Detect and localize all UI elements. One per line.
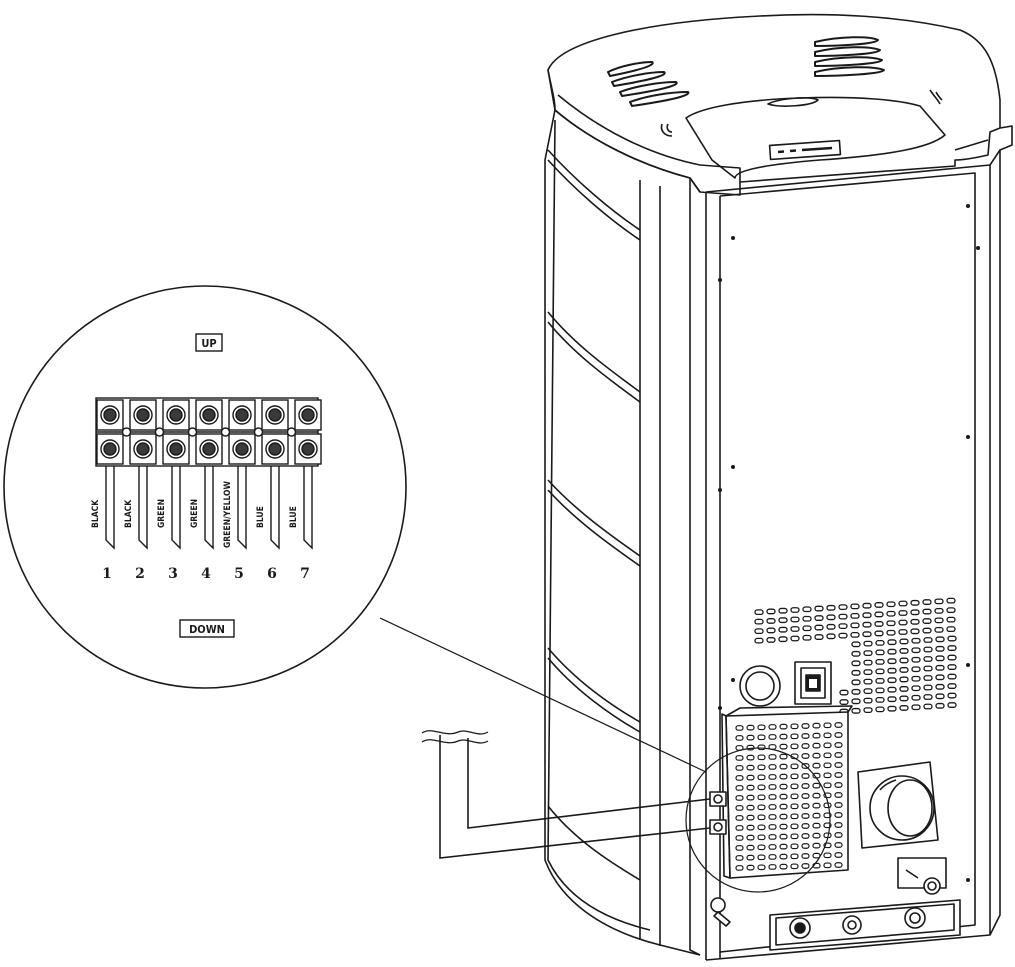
terminal-number: 6 bbox=[267, 566, 277, 582]
terminal-screw bbox=[195, 399, 223, 431]
wire-lead bbox=[303, 466, 313, 550]
terminal-screw bbox=[228, 433, 256, 465]
terminal-separator bbox=[220, 427, 231, 437]
terminal-screw bbox=[228, 399, 256, 431]
terminal-number: 7 bbox=[300, 566, 310, 582]
terminal-number: 1 bbox=[102, 566, 112, 582]
wire-color-label: GREEN bbox=[157, 499, 167, 528]
panel-screws bbox=[718, 204, 980, 882]
back-vent-grid bbox=[754, 597, 957, 715]
terminal-screw bbox=[162, 433, 190, 465]
wire-color-label: GREEN bbox=[190, 499, 200, 528]
vent-box-cover bbox=[721, 705, 853, 879]
top-vents-right bbox=[814, 36, 885, 77]
terminal-number: 2 bbox=[135, 566, 145, 582]
top-clip-left bbox=[660, 123, 673, 137]
power-socket bbox=[794, 661, 832, 705]
wire-lead bbox=[105, 466, 115, 550]
wire-leads bbox=[105, 466, 313, 550]
down-label: DOWN bbox=[189, 623, 225, 636]
terminal-connectors-on-stove bbox=[709, 791, 727, 835]
terminal-separator bbox=[286, 427, 297, 437]
detail-zoom-circle bbox=[685, 747, 831, 893]
detail-leader-line bbox=[379, 617, 707, 773]
stove-top-cover bbox=[547, 13, 1013, 196]
display-buttons bbox=[777, 146, 833, 154]
terminal-separator bbox=[253, 427, 264, 437]
down-label-box: DOWN bbox=[179, 619, 235, 638]
terminal-screw bbox=[96, 433, 124, 465]
display-screen bbox=[768, 139, 842, 161]
terminal-separator bbox=[187, 427, 198, 437]
terminal-separator bbox=[154, 427, 165, 437]
terminal-number: 5 bbox=[234, 566, 244, 582]
wire-color-label: BLUE bbox=[289, 506, 299, 528]
wire-color-label: BLACK bbox=[124, 499, 134, 528]
terminal-screw bbox=[261, 399, 289, 431]
top-vents-left bbox=[607, 61, 690, 107]
terminal-screw bbox=[129, 399, 157, 431]
terminal-screw bbox=[129, 433, 157, 465]
wire-color-label: BLUE bbox=[256, 506, 266, 528]
wire-lead bbox=[204, 466, 214, 550]
up-label: UP bbox=[201, 337, 216, 350]
flue-outlet bbox=[857, 761, 939, 849]
terminal-block bbox=[95, 397, 322, 467]
up-label-box: UP bbox=[195, 333, 223, 352]
drain-valve bbox=[710, 897, 731, 927]
top-clip-right bbox=[929, 89, 943, 105]
terminal-screw bbox=[261, 433, 289, 465]
control-panel-lid bbox=[685, 96, 946, 179]
terminal-screw bbox=[96, 399, 124, 431]
cable-break-mark bbox=[421, 730, 489, 735]
stove-side-panel bbox=[544, 109, 701, 956]
water-fitting bbox=[897, 857, 947, 895]
terminal-number: 3 bbox=[168, 566, 178, 582]
bottom-connection-plate bbox=[769, 899, 961, 951]
terminal-numbers: 1 2 3 4 5 6 7 bbox=[102, 566, 310, 582]
external-cable bbox=[421, 730, 711, 859]
wire-lead bbox=[171, 466, 181, 550]
stove-unit bbox=[544, 13, 1013, 961]
terminal-screw bbox=[195, 433, 223, 465]
thermostat-knob bbox=[739, 665, 781, 707]
terminal-number: 4 bbox=[201, 566, 211, 582]
wire-color-label: GREEN/YELLOW bbox=[223, 480, 233, 548]
lid-handle bbox=[767, 97, 819, 107]
wire-labels: BLACK BLACK GREEN GREEN GREEN/YELLOW BLUE BLUE bbox=[91, 480, 299, 548]
terminal-screw bbox=[294, 433, 322, 465]
terminal-separator bbox=[121, 427, 132, 437]
wire-lead bbox=[237, 466, 247, 550]
terminal-screw bbox=[294, 399, 322, 431]
wire-lead bbox=[270, 466, 280, 550]
terminal-screw bbox=[162, 399, 190, 431]
wire-color-label: BLACK bbox=[91, 499, 101, 528]
wire-lead bbox=[138, 466, 148, 550]
